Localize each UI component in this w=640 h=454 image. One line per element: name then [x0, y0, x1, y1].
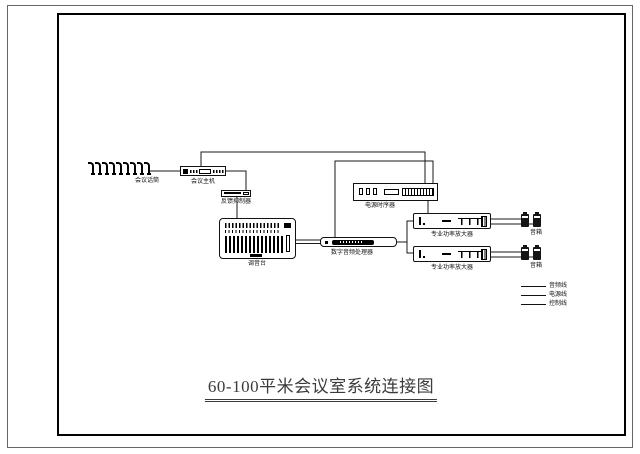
- legend-line-sample: [521, 304, 546, 305]
- amplifier-bottom-unit: [413, 246, 491, 262]
- microphone-icon: [88, 162, 95, 175]
- amp-vent-grille: [481, 216, 487, 227]
- legend-line-sample: [521, 286, 546, 287]
- audio-processor-unit: [320, 237, 397, 247]
- processor-power-button: [325, 241, 328, 244]
- speakers-top-label: 音箱: [529, 230, 543, 236]
- conference-host-label: 会议主机: [190, 179, 216, 185]
- mixer-fader-bank: [225, 236, 283, 253]
- microphone-icon: [137, 162, 144, 175]
- feedback-suppressor-display: [243, 192, 249, 195]
- amp-vent-grille: [481, 249, 487, 260]
- microphone-chain: [88, 162, 152, 176]
- amp-display: [442, 220, 451, 222]
- microphone-icon: [130, 162, 137, 175]
- amp-power-switch: [419, 250, 421, 258]
- power-sequencer-label: 电源时序器: [364, 203, 396, 209]
- microphone-icon: [144, 162, 151, 175]
- speaker-icon: [521, 212, 529, 227]
- amp-display: [442, 253, 451, 255]
- amplifier-top-label: 专业功率放大器: [430, 232, 474, 238]
- mixer-switch-row: [225, 230, 281, 233]
- microphone-icon: [123, 162, 130, 175]
- mixer-label: 调音台: [247, 261, 267, 267]
- microphone-icon: [109, 162, 116, 175]
- microphone-icon: [116, 162, 123, 175]
- audio-processor-label: 数字音频处理器: [330, 250, 374, 256]
- speaker-icon: [533, 245, 541, 260]
- mixer-display: [284, 223, 291, 228]
- speaker-icon: [533, 212, 541, 227]
- mixer-master-fader: [286, 235, 290, 252]
- wire-host-to-feedback: [226, 170, 247, 190]
- speakers-bottom-label: 音箱: [529, 263, 543, 269]
- amp-knobs: [458, 218, 482, 225]
- microphone-icon: [102, 162, 109, 175]
- sequencer-switch: [366, 188, 370, 195]
- speaker-icon: [521, 245, 529, 260]
- legend-item-label: 音频线: [549, 283, 568, 289]
- conference-host-unit: [180, 166, 226, 176]
- amp-knobs: [458, 251, 482, 258]
- drawing-title: 60-100平米会议室系统连接图: [204, 372, 438, 402]
- feedback-suppressor-unit: [221, 190, 251, 197]
- legend-item-label: 控制线: [549, 301, 568, 307]
- mixer-name-plate: [250, 254, 262, 257]
- feedback-suppressor-label: 反馈抑制器: [220, 199, 252, 205]
- host-buttons-left: [190, 170, 198, 173]
- feedback-suppressor-panel: [224, 192, 241, 194]
- legend-line-sample: [521, 295, 546, 296]
- sheet-outer-border: [7, 5, 633, 448]
- microphone-icon: [95, 162, 102, 175]
- amp-indicator: [423, 256, 425, 258]
- amplifier-bottom-label: 专业功率放大器: [430, 265, 474, 271]
- amplifier-top-unit: [413, 213, 491, 229]
- sequencer-switch: [359, 188, 363, 195]
- host-display: [199, 169, 211, 174]
- mixer-knob-row: [225, 223, 281, 228]
- power-sequencer-unit: [353, 183, 438, 201]
- host-buttons-right: [213, 170, 224, 173]
- wire-processor-to-amps: [397, 220, 413, 254]
- amp-power-switch: [419, 217, 421, 225]
- wire-processor-to-sequencer: [334, 160, 434, 237]
- sequencer-outlet-strip: [402, 188, 434, 196]
- legend-item-label: 电源线: [549, 292, 568, 298]
- host-power-block: [183, 169, 188, 174]
- microphone-chain-label: 会议话筒: [134, 178, 160, 184]
- sequencer-switch: [373, 188, 377, 195]
- wire-host-to-sequencer: [200, 151, 426, 183]
- amp-indicator: [423, 223, 425, 225]
- mixer-unit: [219, 218, 296, 259]
- processor-display-band: [332, 239, 374, 245]
- sequencer-display: [384, 189, 399, 195]
